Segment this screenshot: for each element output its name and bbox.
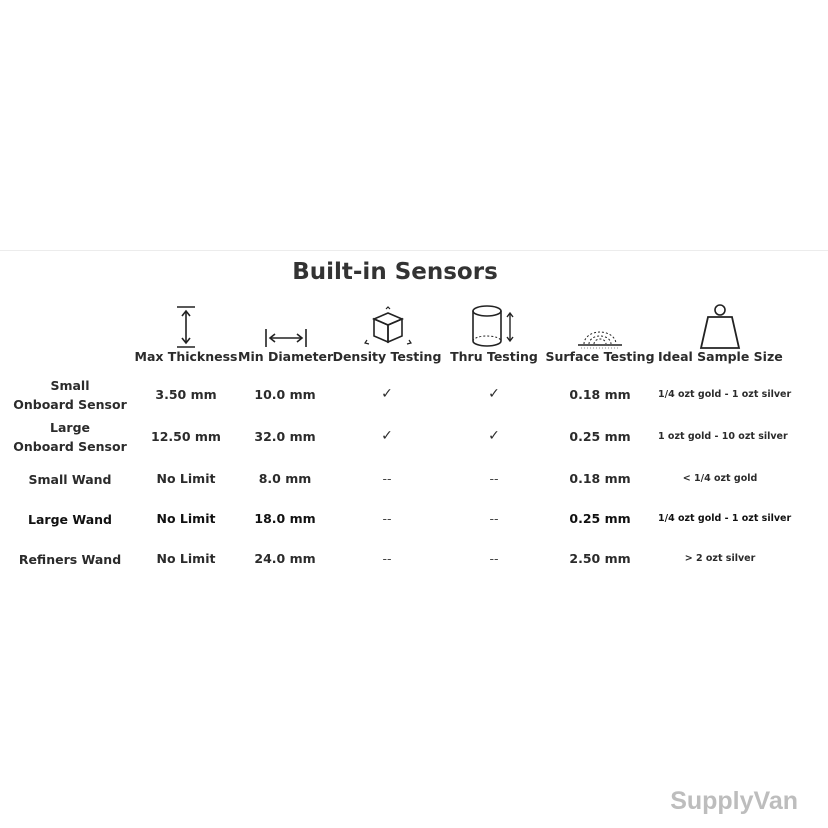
cell-max-thickness: No Limit xyxy=(156,471,216,486)
cell-thru-testing: -- xyxy=(489,511,499,526)
cell-density-testing: -- xyxy=(382,551,392,566)
cell-ideal-sample-size: 1/4 ozt gold - 1 ozt silver xyxy=(658,513,792,524)
row-label-line: Small xyxy=(50,378,90,393)
cell-density-testing: -- xyxy=(382,511,392,526)
header-min-diameter: Min Diameter xyxy=(238,349,334,364)
row-label-line: Large xyxy=(50,420,90,435)
cell-max-thickness: 3.50 mm xyxy=(155,387,217,402)
cell-surface-testing: 0.25 mm xyxy=(569,429,631,444)
row-label-line: Onboard Sensor xyxy=(13,439,127,454)
cell-max-thickness: No Limit xyxy=(156,511,216,526)
cell-surface-testing: 0.18 mm xyxy=(569,471,631,486)
cube-icon xyxy=(360,300,416,350)
row-label-small-wand: Small Wand xyxy=(28,472,112,487)
cell-ideal-sample-size: > 2 ozt silver xyxy=(684,553,756,564)
cylinder-icon xyxy=(464,300,520,350)
cell-min-diameter: 8.0 mm xyxy=(258,471,312,486)
cell-thru-testing: -- xyxy=(489,551,499,566)
cell-ideal-sample-size: 1/4 ozt gold - 1 ozt silver xyxy=(658,389,792,400)
cell-surface-testing: 0.18 mm xyxy=(569,387,631,402)
weight-icon xyxy=(692,300,748,350)
header-surface-testing: Surface Testing xyxy=(545,349,655,364)
row-label-large-onboard-sensor: Large Onboard Sensor xyxy=(0,418,140,456)
cell-surface-testing: 2.50 mm xyxy=(569,551,631,566)
section-divider xyxy=(0,250,828,251)
cell-min-diameter: 24.0 mm xyxy=(254,551,316,566)
vertical-arrow-icon xyxy=(156,300,216,350)
cell-surface-testing: 0.25 mm xyxy=(569,511,631,526)
row-label-large-wand: Large Wand xyxy=(28,512,112,527)
cell-ideal-sample-size: 1 ozt gold - 10 ozt silver xyxy=(658,431,788,442)
header-max-thickness: Max Thickness xyxy=(134,349,238,364)
surface-wave-icon xyxy=(568,300,632,350)
cell-min-diameter: 32.0 mm xyxy=(254,429,316,444)
check-icon: ✓ xyxy=(488,428,500,444)
cell-min-diameter: 18.0 mm xyxy=(254,511,316,526)
cell-ideal-sample-size: < 1/4 ozt gold xyxy=(682,473,758,484)
cell-max-thickness: No Limit xyxy=(156,551,216,566)
watermark: SupplyVan xyxy=(670,787,798,815)
cell-min-diameter: 10.0 mm xyxy=(254,387,316,402)
row-label-small-onboard-sensor: Small Onboard Sensor xyxy=(0,376,140,414)
check-icon: ✓ xyxy=(381,428,393,444)
check-icon: ✓ xyxy=(488,386,500,402)
row-label-refiners-wand: Refiners Wand xyxy=(18,552,122,567)
cell-thru-testing: -- xyxy=(489,471,499,486)
header-thru-testing: Thru Testing xyxy=(450,349,538,364)
cell-max-thickness: 12.50 mm xyxy=(151,429,221,444)
header-density-testing: Density Testing xyxy=(332,349,442,364)
row-label-line: Onboard Sensor xyxy=(13,397,127,412)
header-ideal-sample-size: Ideal Sample Size xyxy=(658,349,783,364)
page-title: Built-in Sensors xyxy=(292,259,498,285)
check-icon: ✓ xyxy=(381,386,393,402)
cell-density-testing: -- xyxy=(382,471,392,486)
horizontal-arrow-icon xyxy=(256,300,316,350)
